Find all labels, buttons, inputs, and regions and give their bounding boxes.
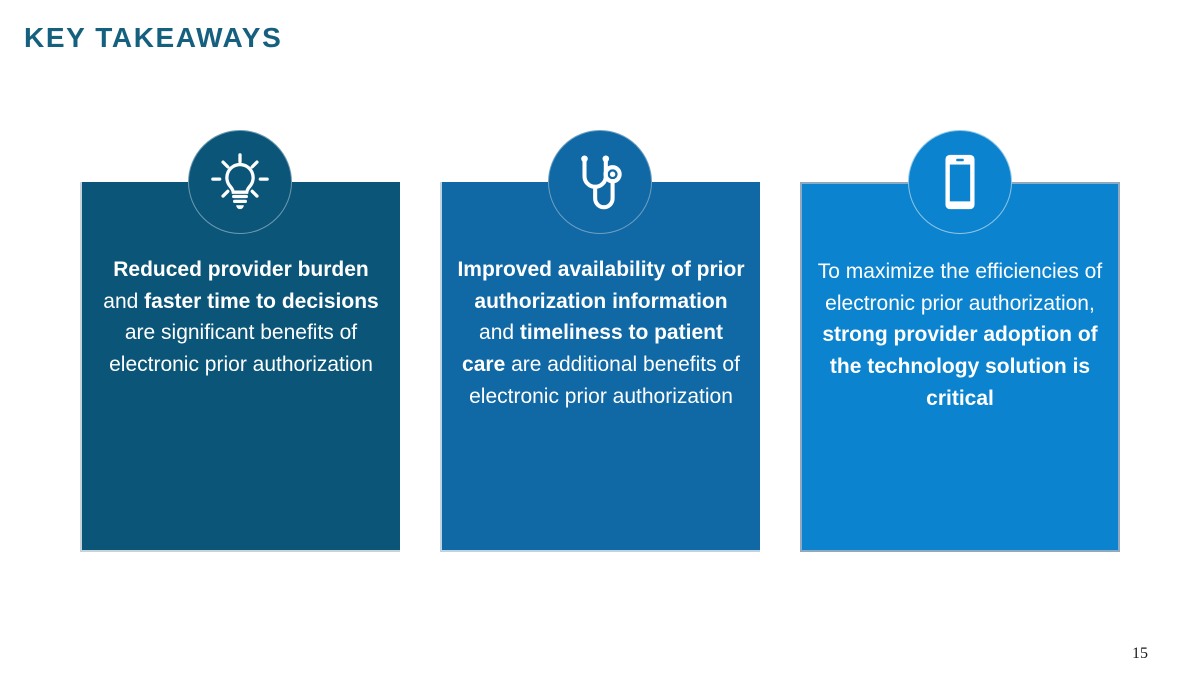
takeaway-card-3-text: To maximize the efficiencies of electron… (802, 256, 1118, 415)
text-run: strong provider adoption of the technolo… (822, 323, 1098, 410)
text-run: Reduced provider burden (113, 258, 369, 281)
page-title: KEY TAKEAWAYS (24, 22, 283, 53)
text-run: are additional benefits of electronic pr… (469, 353, 740, 408)
page-number: 15 (1132, 645, 1148, 662)
lightbulb-icon (188, 130, 292, 234)
takeaway-card-1[interactable]: Reduced provider burden and faster time … (80, 182, 400, 552)
text-run: and (479, 321, 520, 345)
text-run: Improved availability of prior authoriza… (457, 258, 745, 313)
takeaway-card-2[interactable]: Improved availability of prior authoriza… (440, 182, 760, 552)
text-run: are significant benefits of electronic p… (109, 321, 373, 377)
text-run: timeliness to patient care (462, 321, 723, 377)
text-run: To maximize the efficiencies of electron… (817, 260, 1103, 315)
takeaway-card-3[interactable]: To maximize the efficiencies of electron… (800, 182, 1120, 552)
takeaway-card-1-text: Reduced provider burden and faster time … (82, 254, 400, 381)
text-run: faster time to decisions (144, 289, 379, 313)
mobile-phone-icon (908, 130, 1012, 234)
takeaway-card-2-text: Improved availability of prior authoriza… (442, 254, 760, 413)
text-run: and (103, 289, 145, 313)
stethoscope-icon (548, 130, 652, 234)
